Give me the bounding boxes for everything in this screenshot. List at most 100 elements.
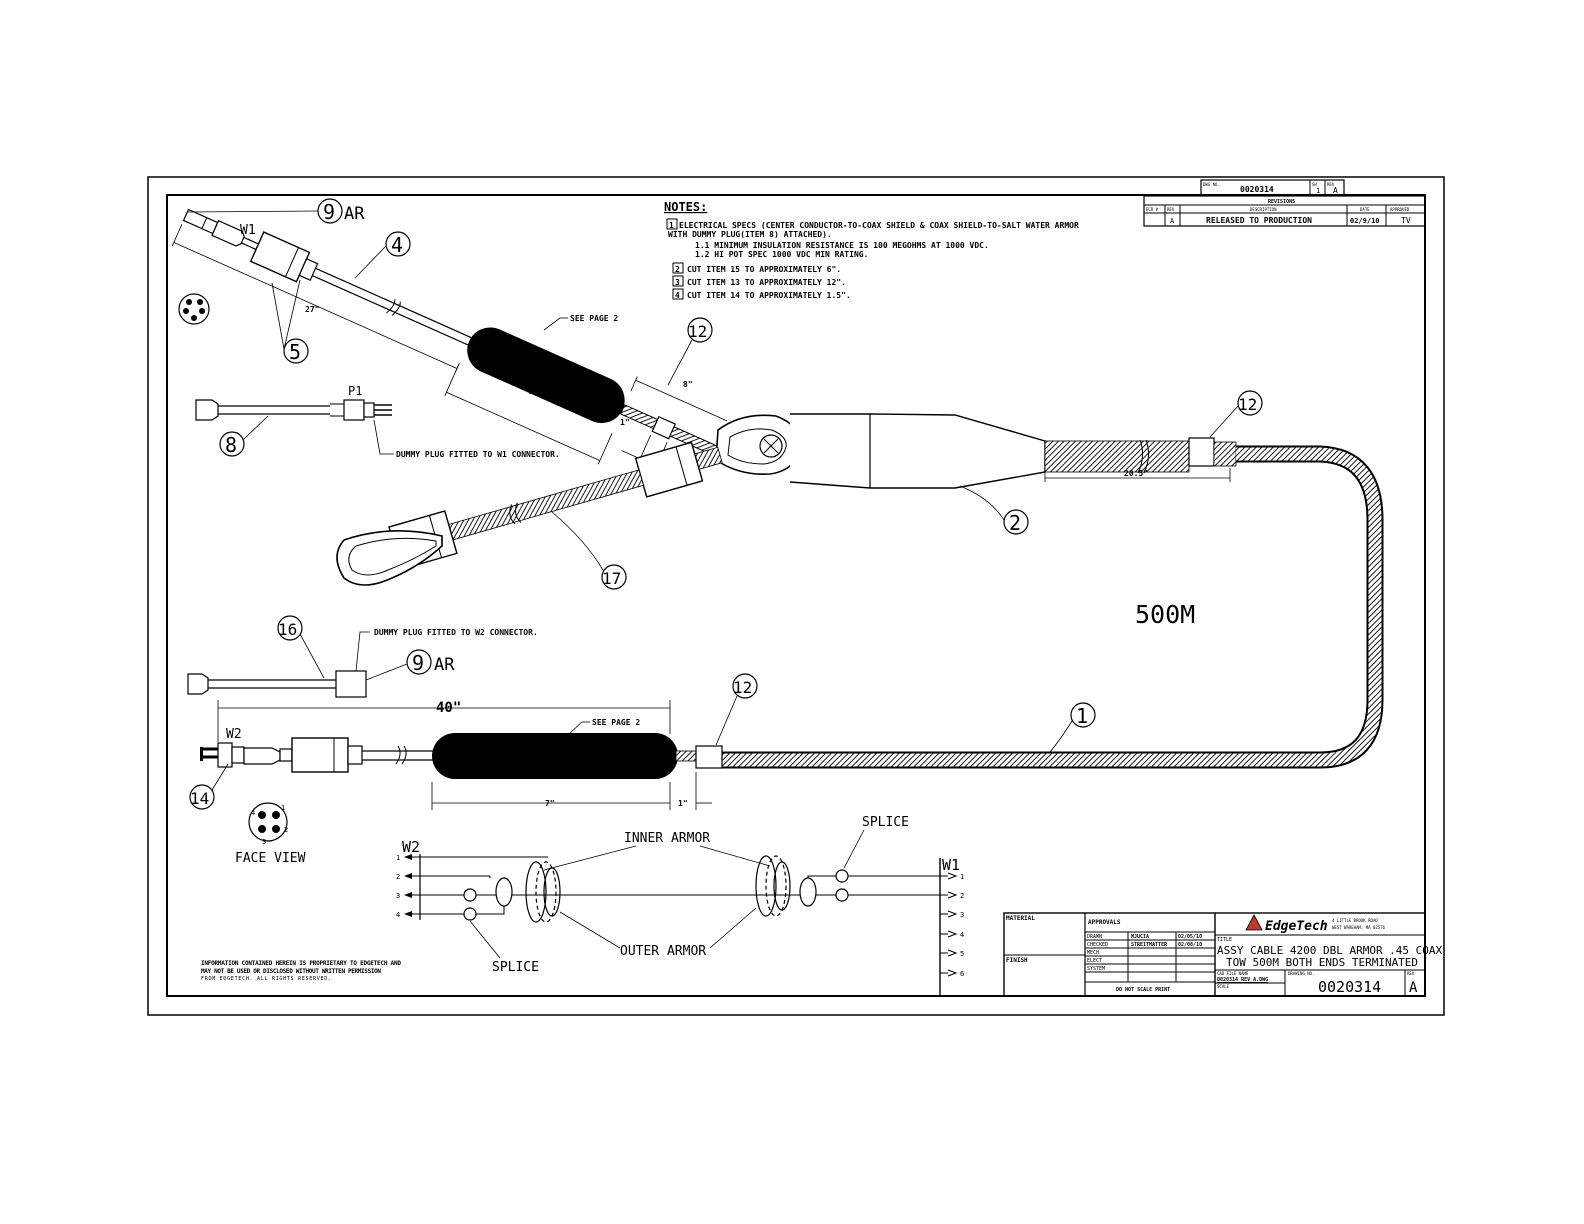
note-2-marker: 2 bbox=[675, 265, 680, 274]
tow-termination: 20.5" bbox=[336, 413, 1237, 586]
w1-molded-boot bbox=[467, 327, 625, 424]
sch-right-pin-6: 6 bbox=[960, 970, 964, 978]
elect-label: ELECT bbox=[1087, 958, 1102, 964]
note-4-line: CUT ITEM 14 TO APPROXIMATELY 1.5". bbox=[687, 291, 851, 300]
tb-rev-label: REV bbox=[1407, 971, 1415, 976]
balloon-5: 5 bbox=[271, 279, 309, 364]
note-3-line: CUT ITEM 13 TO APPROXIMATELY 12". bbox=[687, 278, 846, 287]
title-line-2: TOW 500M BOTH ENDS TERMINATED bbox=[1226, 956, 1418, 969]
dummy-plug-w2-note: DUMMY PLUG FITTED TO W2 CONNECTOR. bbox=[374, 628, 538, 637]
title-block: MATERIAL FINISH APPROVALS DRAWN MJUCIA 0… bbox=[1003, 912, 1443, 997]
dim-1-bottom-label: 1" bbox=[678, 799, 688, 808]
cad-label: CAD FILE NAME bbox=[1217, 971, 1249, 976]
outer-armor-label: OUTER ARMOR bbox=[620, 944, 706, 959]
dim-27-label: 27" bbox=[305, 305, 319, 314]
w2-dummy-plug: DUMMY PLUG FITTED TO W2 CONNECTOR. bbox=[187, 628, 538, 698]
title-label: TITLE bbox=[1217, 937, 1232, 943]
mech-label: MECH bbox=[1087, 950, 1099, 956]
rev-row-description: RELEASED TO PRODUCTION bbox=[1206, 216, 1312, 225]
company-name: EdgeTech bbox=[1265, 919, 1328, 934]
inner-armor-label: INNER ARMOR bbox=[624, 831, 710, 846]
p1-label: P1 bbox=[348, 384, 362, 398]
balloon-9-top: 9 bbox=[186, 198, 343, 224]
finish-label: FINISH bbox=[1006, 957, 1028, 964]
sch-left-pin-1: 1 bbox=[396, 854, 400, 862]
sch-left-pin-3: 3 bbox=[396, 892, 400, 900]
svg-text:14: 14 bbox=[190, 789, 209, 808]
drawing-no-label: DRAWING NO. bbox=[1288, 971, 1315, 976]
outer-border bbox=[147, 176, 1445, 1016]
w1-face-view bbox=[178, 293, 210, 325]
splice-bottom-label: SPLICE bbox=[492, 960, 539, 975]
splice-top-label: SPLICE bbox=[862, 815, 909, 830]
inner-border bbox=[166, 194, 1426, 997]
revisions-heading: REVISIONS bbox=[1268, 199, 1295, 205]
dim-1-top-label: 1" bbox=[620, 418, 630, 427]
svg-text:2: 2 bbox=[1009, 511, 1021, 535]
bridle-clamp-1 bbox=[634, 441, 704, 498]
sch-left-pin-4: 4 bbox=[396, 911, 400, 919]
sch-right-pin-1: 1 bbox=[960, 873, 964, 881]
see-page-2-top: SEE PAGE 2 bbox=[570, 314, 618, 323]
do-not-scale: DO NOT SCALE PRINT bbox=[1116, 987, 1170, 993]
balloon-12-bottom: 12 bbox=[715, 673, 758, 746]
svg-text:9: 9 bbox=[323, 200, 335, 224]
w2-connector-label: W2 bbox=[226, 727, 242, 742]
checked-by: STREITMATTER bbox=[1131, 942, 1168, 948]
sleeve-12-bottom bbox=[695, 745, 723, 769]
rev-col-date: DATE bbox=[1360, 207, 1370, 212]
p1-dummy-plug: P1 DUMMY PLUG FITTED TO W1 CONNECTOR. bbox=[195, 384, 560, 459]
svg-text:16: 16 bbox=[278, 620, 297, 639]
sch-right-pin-2: 2 bbox=[960, 892, 964, 900]
sch-right-pin-4: 4 bbox=[960, 931, 964, 939]
balloon-9-bottom: 9 bbox=[365, 649, 432, 681]
note-4-marker: 4 bbox=[675, 291, 680, 300]
sch-right-pin-5: 5 bbox=[960, 950, 964, 958]
cad-file: 0020314_REV A.DWG bbox=[1217, 977, 1268, 983]
sch-left-pin-2: 2 bbox=[396, 873, 400, 881]
dim-8-label: 8" bbox=[683, 380, 693, 389]
svg-text:MAY NOT BE USED OR DISCLOSED W: MAY NOT BE USED OR DISCLOSED WITHOUT WRI… bbox=[201, 968, 381, 975]
dummy-plug-w1-note: DUMMY PLUG FITTED TO W1 CONNECTOR. bbox=[396, 450, 560, 459]
balloon-1: 1 bbox=[1049, 702, 1096, 753]
svg-text:9: 9 bbox=[412, 651, 424, 675]
note-1-marker: 1 bbox=[669, 221, 674, 230]
sleeve-12-right bbox=[1188, 437, 1215, 467]
notes-heading: NOTES: bbox=[664, 200, 707, 214]
note-3-marker: 3 bbox=[675, 278, 680, 287]
svg-text:INFORMATION CONTAINED HEREIN I: INFORMATION CONTAINED HEREIN IS PROPRIET… bbox=[201, 960, 401, 967]
cable-length-label: 500M bbox=[1135, 600, 1195, 629]
drawn-label: DRAWN bbox=[1087, 934, 1102, 940]
schematic-w2-label: W2 bbox=[402, 838, 420, 856]
svg-text:12: 12 bbox=[733, 678, 752, 697]
face-view-label: FACE VIEW bbox=[235, 851, 306, 866]
face-pin-4: 4 bbox=[251, 809, 255, 817]
w1-ar-label: AR bbox=[344, 204, 365, 224]
schematic-w1-label: W1 bbox=[942, 856, 960, 874]
note-1-line-4: 1.2 HI POT SPEC 1000 VDC MIN RATING. bbox=[695, 250, 868, 259]
rev-row-date: 02/9/10 bbox=[1350, 217, 1380, 225]
rev-col-ecr: ECR # bbox=[1146, 207, 1159, 212]
svg-text:12: 12 bbox=[1238, 395, 1257, 414]
wiring-schematic: W2 W1 1 2 3 4 1 2 3 4 5 6 bbox=[396, 815, 964, 995]
svg-text:FROM EDGETECH. ALL RIGHTS RESE: FROM EDGETECH. ALL RIGHTS RESERVED. bbox=[201, 976, 331, 982]
drawn-by: MJUCIA bbox=[1131, 934, 1149, 940]
balloon-14: 14 bbox=[189, 763, 229, 810]
note-1-line-1: ELECTRICAL SPECS (CENTER CONDUCTOR-TO-CO… bbox=[679, 221, 1079, 230]
title-line-1: ASSY CABLE 4200 DBL ARMOR .45 COAX bbox=[1217, 944, 1443, 957]
face-pin-3: 3 bbox=[262, 838, 266, 846]
w2-face-view: 1 2 3 4 FACE VIEW bbox=[235, 802, 306, 866]
revision-block: DWG NO. 0020314 SH 1 REV A REVISIONS ECR… bbox=[1143, 179, 1426, 227]
rev-rev-label: REV bbox=[1327, 182, 1335, 187]
company-address-2: WEST WAREHAM, MA 02576 bbox=[1332, 925, 1386, 930]
dim-7-bottom-label: 7" bbox=[545, 799, 555, 808]
w2-cable-assembly: 40" 7" 1" SEE PAGE 2 W2 bbox=[200, 700, 723, 810]
rev-dwg-no: 0020314 bbox=[1240, 185, 1274, 194]
svg-text:5: 5 bbox=[289, 340, 301, 364]
tb-rev: A bbox=[1409, 980, 1418, 996]
rev-row-approved: TV bbox=[1401, 216, 1411, 225]
drawing-no: 0020314 bbox=[1318, 978, 1381, 996]
face-pin-1: 1 bbox=[281, 804, 285, 812]
svg-text:17: 17 bbox=[602, 569, 621, 588]
rev-col-rev: REV bbox=[1167, 207, 1175, 212]
